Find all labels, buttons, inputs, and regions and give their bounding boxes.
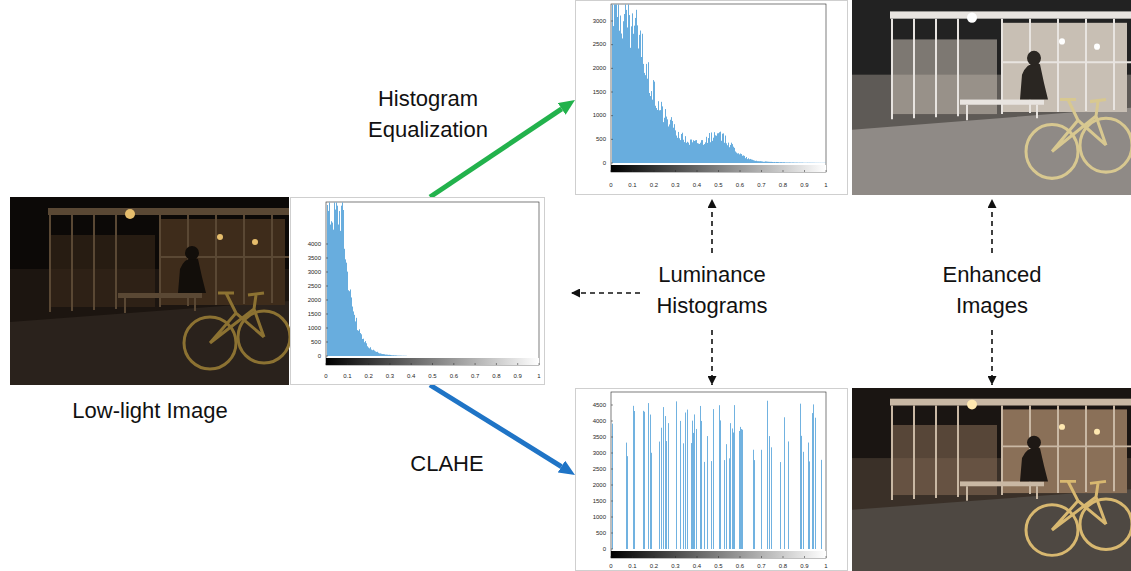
y-tick-label: 2000 bbox=[593, 482, 606, 489]
y-tick-label: 1000 bbox=[593, 514, 606, 521]
x-tick-label: 0.4 bbox=[407, 373, 415, 380]
x-tick-label: 0.9 bbox=[514, 373, 522, 380]
x-tick-label: 0.6 bbox=[736, 182, 744, 189]
y-tick-label: 2500 bbox=[593, 41, 606, 48]
plot-axes bbox=[611, 4, 826, 172]
histogram-plot: 0 500 1000 1500 2000 2500 3000 3500 4000 4500 0 0.1… bbox=[575, 388, 848, 571]
x-tick-label: 0.4 bbox=[693, 182, 701, 189]
histogram-bars bbox=[612, 5, 826, 164]
x-tick-label: 0.8 bbox=[779, 182, 787, 189]
y-tick-label: 4000 bbox=[593, 418, 606, 425]
x-tick-label: 1 bbox=[824, 182, 827, 189]
y-tick-label: 2000 bbox=[593, 65, 606, 72]
x-tick-label: 1 bbox=[537, 373, 540, 380]
dashed-pointer bbox=[991, 199, 993, 253]
x-tick-label: 0.8 bbox=[779, 563, 787, 570]
x-tick-label: 0.5 bbox=[428, 373, 436, 380]
x-tick-label: 0.3 bbox=[386, 373, 394, 380]
enhanced-photo-clahe bbox=[852, 388, 1131, 571]
histogram-drawing bbox=[576, 389, 849, 571]
x-tick-label: 0.1 bbox=[343, 373, 351, 380]
y-tick-label: 4500 bbox=[593, 402, 606, 409]
y-tick-label: 3500 bbox=[308, 255, 321, 262]
dashed-pointer bbox=[991, 330, 993, 385]
y-tick-label: 500 bbox=[311, 339, 321, 346]
x-tick-label: 0.9 bbox=[800, 182, 808, 189]
y-tick-label: 1000 bbox=[308, 325, 321, 332]
enhanced-photo-he bbox=[852, 0, 1131, 195]
y-tick-label: 1500 bbox=[593, 89, 606, 96]
x-tick-label: 0 bbox=[609, 182, 612, 189]
y-tick-label: 4000 bbox=[308, 241, 321, 248]
x-tick-label: 0.7 bbox=[471, 373, 479, 380]
plot-axes bbox=[326, 202, 539, 365]
y-tick-label: 0 bbox=[603, 546, 606, 553]
y-tick-label: 0 bbox=[603, 160, 606, 167]
histogram-bars bbox=[327, 203, 407, 357]
y-tick-label: 0 bbox=[318, 353, 321, 360]
y-tick-label: 2500 bbox=[593, 466, 606, 473]
x-tick-label: 0.6 bbox=[450, 373, 458, 380]
dashed-pointer bbox=[711, 330, 713, 385]
dashed-pointer bbox=[571, 292, 640, 294]
histogram-bars bbox=[612, 401, 822, 549]
x-tick-label: 0.8 bbox=[492, 373, 500, 380]
x-tick-label: 0.5 bbox=[714, 563, 722, 570]
x-tick-label: 0 bbox=[324, 373, 327, 380]
y-tick-label: 2000 bbox=[308, 297, 321, 304]
tick-marks bbox=[611, 405, 826, 558]
x-tick-label: 0.3 bbox=[671, 182, 679, 189]
histogram-drawing bbox=[576, 1, 849, 196]
y-tick-label: 1500 bbox=[308, 311, 321, 318]
y-tick-label: 1500 bbox=[593, 498, 606, 505]
x-tick-label: 0.6 bbox=[736, 563, 744, 570]
x-tick-label: 0.1 bbox=[628, 182, 636, 189]
tick-marks bbox=[611, 21, 826, 172]
x-tick-label: 0.2 bbox=[650, 563, 658, 570]
image-caption: Low-light Image bbox=[10, 397, 290, 425]
low-light-photo bbox=[10, 197, 290, 385]
x-tick-label: 0 bbox=[609, 563, 612, 570]
x-tick-label: 0.9 bbox=[800, 563, 808, 570]
gray-colorbar bbox=[611, 551, 826, 558]
y-tick-label: 2500 bbox=[308, 283, 321, 290]
x-tick-label: 0.1 bbox=[628, 563, 636, 570]
connector-label: CLAHE bbox=[387, 448, 507, 479]
plot-axes bbox=[611, 392, 826, 558]
x-tick-label: 0.2 bbox=[364, 373, 372, 380]
annotation-label: Enhanced Images bbox=[917, 259, 1067, 321]
x-tick-label: 1 bbox=[824, 563, 827, 570]
y-tick-label: 500 bbox=[596, 530, 606, 537]
y-tick-label: 3500 bbox=[593, 434, 606, 441]
tick-marks bbox=[326, 244, 539, 365]
connector-label: Histogram Equalization bbox=[353, 83, 503, 145]
histogram-drawing bbox=[291, 198, 546, 386]
gray-colorbar bbox=[611, 165, 826, 172]
annotation-label: Luminance Histograms bbox=[637, 259, 787, 321]
y-tick-label: 1000 bbox=[593, 112, 606, 119]
x-tick-label: 0.2 bbox=[650, 182, 658, 189]
y-tick-label: 3000 bbox=[593, 18, 606, 25]
x-tick-label: 0.3 bbox=[671, 563, 679, 570]
x-tick-label: 0.5 bbox=[714, 182, 722, 189]
image-panel: Low-light Image bbox=[10, 197, 290, 429]
x-tick-label: 0.7 bbox=[757, 563, 765, 570]
y-tick-label: 500 bbox=[596, 136, 606, 143]
y-tick-label: 3000 bbox=[593, 450, 606, 457]
gray-colorbar bbox=[326, 358, 539, 365]
y-tick-label: 3000 bbox=[308, 269, 321, 276]
x-tick-label: 0.7 bbox=[757, 182, 765, 189]
x-tick-label: 0.4 bbox=[693, 563, 701, 570]
histogram-plot: 0 500 1000 1500 2000 2500 3000 0 0.1 0.2 0.3 0.4 0.5… bbox=[575, 0, 848, 195]
dashed-pointer bbox=[711, 199, 713, 253]
histogram-plot: 0 500 1000 1500 2000 2500 3000 3500 4000 0 0.1 0.2 0… bbox=[290, 197, 545, 385]
